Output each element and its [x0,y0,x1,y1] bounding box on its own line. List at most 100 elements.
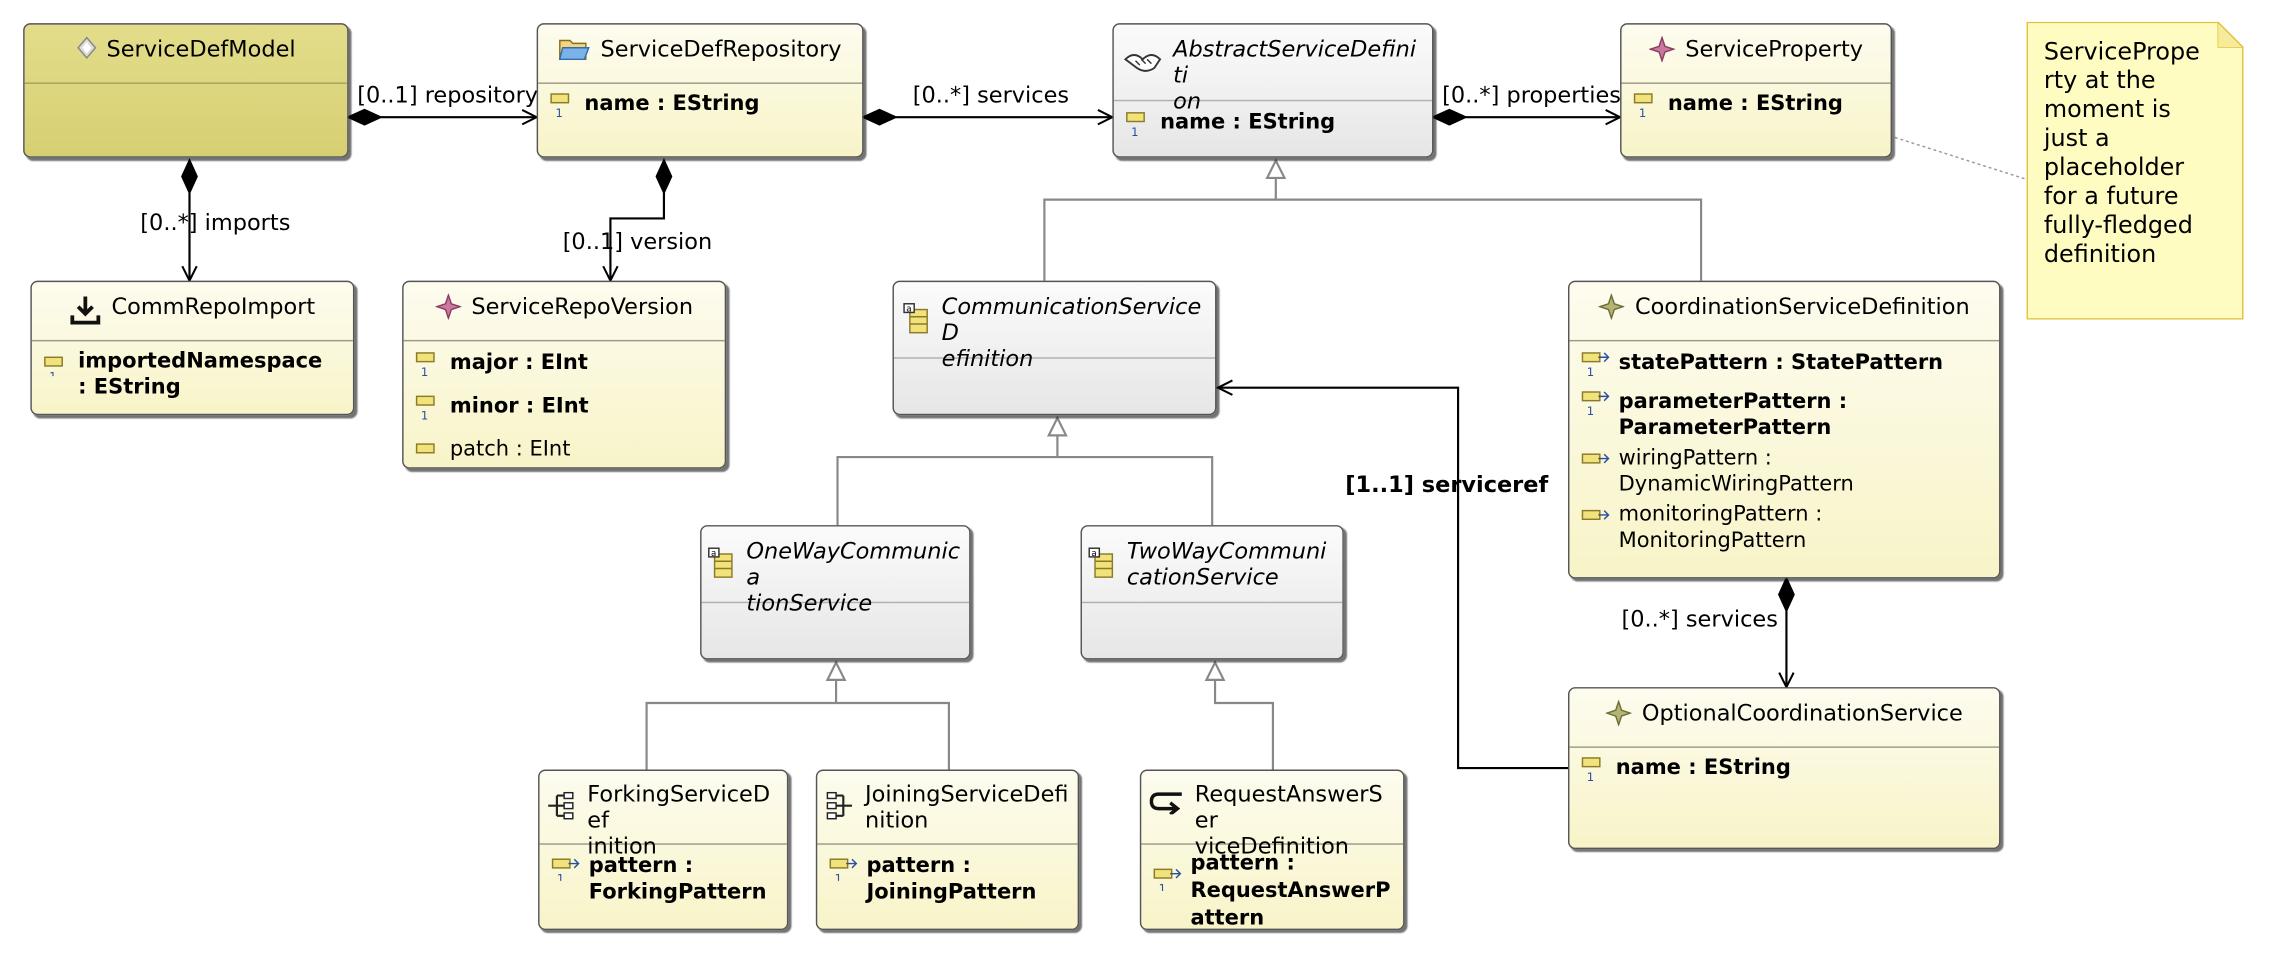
reference-text: pattern : ForkingPattern [588,854,767,905]
reference-icon: 1 [1581,391,1610,424]
note-serviceproperty[interactable]: ServicePrope rty at the moment is just a… [2026,21,2244,320]
svg-text:1: 1 [49,369,56,376]
svg-text:1: 1 [1587,365,1594,377]
reference-row[interactable]: 1 statePattern : StatePattern [1581,350,1990,385]
class-servicedefmodel[interactable]: ServiceDefModel [23,23,349,158]
reference-icon: 1 [551,855,580,888]
class-name: ServiceDefRepository [600,36,842,63]
edge-version [610,157,673,281]
svg-text:1: 1 [1587,770,1594,782]
class-coordinationservicedefinition[interactable]: CoordinationServiceDefinition 1 statePat… [1568,280,2001,579]
svg-text:1: 1 [1587,404,1594,416]
eclass-diamond-icon [1605,700,1632,727]
folder-icon [559,36,591,62]
attribute-text: name : EString [1667,92,1843,116]
class-servicedefrepository[interactable]: ServiceDefRepository 1 name : EString [536,23,864,158]
svg-text:1: 1 [421,365,428,377]
class-optionalcoordinationservice[interactable]: OptionalCoordinationService 1 name : ESt… [1568,687,2001,850]
edge-services-coord [1778,575,1795,687]
reference-icon: 1 [829,855,858,888]
attribute-row[interactable]: 1 name : EString [1633,91,1882,126]
class-name: AbstractServiceDefiniti on [1173,36,1417,115]
inheritance-to-abstractservicedefinition [1043,158,1703,281]
class-forkingservicedefinition[interactable]: ForkingServiceDef inition 1 pattern : Fo… [538,769,789,931]
reference-text: pattern : JoiningPattern [866,854,1037,905]
edge-repository [345,108,537,126]
class-name: ForkingServiceDef inition [587,781,771,860]
eclass-diamond-icon [1598,293,1625,320]
attribute-text: major : EInt [449,351,588,375]
label-properties: [0..*] properties [1442,82,1621,109]
class-requestanswerservicedefinition[interactable]: RequestAnswerSer viceDefinition 1 patter… [1139,769,1405,931]
attribute-id-icon: 1 [1633,93,1659,126]
class-name: OneWayCommunica tionService [746,538,961,617]
attribute-row[interactable]: 1 name : EString [1125,110,1423,145]
inheritance-to-onewaycommunicationservice [645,660,950,770]
attribute-row[interactable]: 1 minor : EInt [415,393,716,428]
reference-icon: 1 [1153,865,1182,900]
class-name: CommRepoImport [111,293,316,320]
eclass-star-icon [1649,36,1676,63]
class-twowaycommunicationservice[interactable]: a TwoWayCommuni cationService [1080,525,1344,660]
class-abstractservicedefinition[interactable]: AbstractServiceDefiniti on 1 name : EStr… [1112,23,1434,158]
reference-row[interactable]: 1 pattern : JoiningPattern [829,853,1069,905]
class-commrepoimport[interactable]: CommRepoImport 1 importedNamespace : ESt… [30,280,355,416]
attribute-id-icon: 1 [43,350,69,383]
abstract-class-icon: a [903,302,932,334]
attribute-row[interactable]: 1 importedNamespace : EString [43,349,344,401]
attribute-id-icon: 1 [415,351,441,384]
attribute-text: name : EString [1160,111,1336,135]
class-joiningservicedefinition[interactable]: JoiningServiceDefi nition 1 pattern : Jo… [815,769,1080,931]
handshake-icon [1122,48,1163,77]
attribute-row[interactable]: 1 major : EInt [415,350,716,385]
attribute-text: importedNamespace : EString [78,350,323,400]
class-name: TwoWayCommuni cationService [1126,538,1327,591]
reference-icon [1581,503,1610,536]
attribute-row[interactable]: patch : EInt [415,437,716,467]
label-services: [0..*] services [912,82,1070,109]
reference-text: statePattern : StatePattern [1618,351,1944,375]
svg-text:a: a [906,305,911,315]
attribute-id-icon: 1 [1125,111,1151,144]
class-onewaycommunicationservice[interactable]: a OneWayCommunica tionService [700,525,971,660]
class-name: JoiningServiceDefi nition [865,781,1069,834]
svg-text:a: a [711,549,716,559]
class-serviceproperty[interactable]: ServiceProperty 1 name : EString [1620,23,1893,158]
svg-text:1: 1 [1159,881,1166,891]
class-servicerepoversion[interactable]: ServiceRepoVersion 1 major : EInt 1 mino… [402,280,727,469]
class-name: ServiceProperty [1685,36,1864,63]
class-communicationservicedefinition[interactable]: a CommunicationServiceD efinition [892,280,1217,416]
reference-row[interactable]: 1 pattern : ForkingPattern [551,853,778,905]
attribute-row[interactable]: 1 name : EString [550,91,854,126]
attribute-id-icon: 1 [1581,757,1607,790]
edge-serviceref [1218,388,1569,770]
attribute-text: minor : EInt [449,394,589,419]
download-icon [69,294,101,326]
label-serviceref: [1..1] serviceref [1345,471,1549,498]
svg-text:1: 1 [1131,125,1138,137]
attribute-row[interactable]: 1 name : EString [1581,755,1990,790]
reference-text: monitoringPattern : MonitoringPattern [1618,503,1823,553]
reference-row[interactable]: monitoringPattern : MonitoringPattern [1581,502,1990,554]
svg-text:1: 1 [835,871,842,881]
return-arrow-icon [1147,791,1185,815]
class-name: RequestAnswerSer viceDefinition [1194,781,1383,860]
reference-text: parameterPattern : ParameterPattern [1618,390,1848,440]
abstract-class-icon: a [707,547,736,579]
edge-imports [181,157,198,281]
reference-icon [1581,447,1610,480]
attribute-text: name : EString [584,92,760,116]
class-name: ServiceDefModel [106,36,296,63]
reference-row[interactable]: 1 pattern : RequestAnswerP attern [1153,851,1395,929]
ecore-package-icon [76,36,96,59]
reference-row[interactable]: 1 parameterPattern : ParameterPattern [1581,389,1990,441]
attribute-id-icon: 1 [415,395,441,428]
attribute-icon [415,438,441,467]
class-name: OptionalCoordinationService [1641,700,1963,727]
attribute-text: name : EString [1615,756,1791,780]
svg-text:1: 1 [555,106,562,118]
reference-row[interactable]: wiringPattern : DynamicWiringPattern [1581,446,1990,498]
inheritance-to-communicationservicedefinition [836,415,1214,526]
reference-icon: 1 [1581,351,1610,384]
